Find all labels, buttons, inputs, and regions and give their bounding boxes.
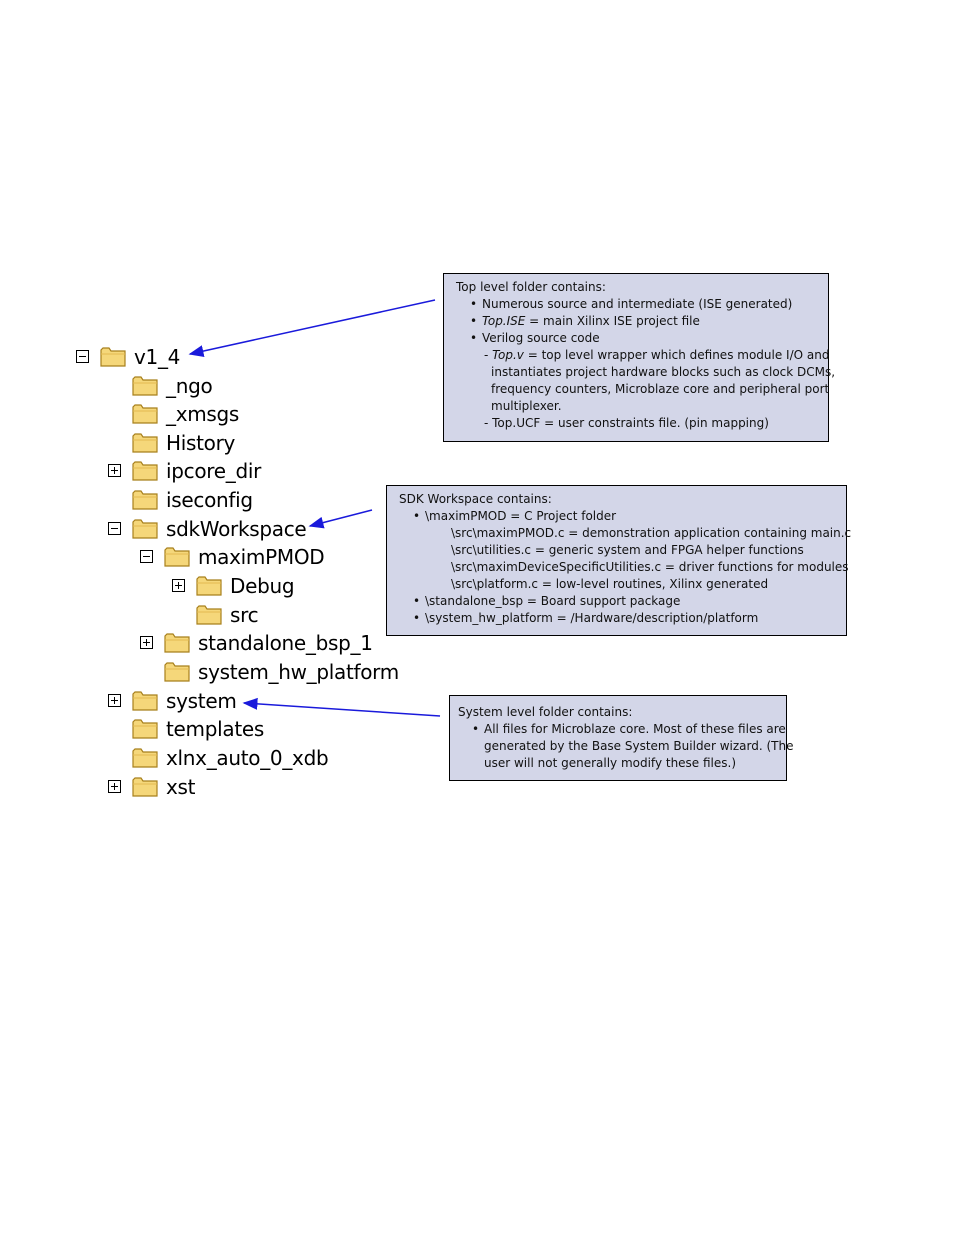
expand-icon[interactable]	[108, 694, 121, 707]
arrow-to-v1_4	[188, 299, 436, 357]
callout-line: Numerous source and intermediate (ISE ge…	[482, 297, 793, 311]
callout-line: \system_hw_platform = /Hardware/descript…	[425, 611, 759, 625]
dash-marker: -	[484, 348, 493, 362]
folder-label: _ngo	[166, 374, 213, 398]
tree-row-templates[interactable]: templates	[132, 716, 282, 742]
folder-icon	[132, 461, 158, 481]
callout-line: All files for Microblaze core. Most of t…	[484, 722, 786, 736]
tree-row-v1_4[interactable]: v1_4	[76, 344, 236, 370]
tree-row-ipcore_dir[interactable]: ipcore_dir	[108, 458, 288, 484]
folder-icon	[132, 519, 158, 539]
arrow-to-system	[242, 697, 441, 717]
tree-row-system[interactable]: system	[108, 688, 248, 714]
folder-label: ipcore_dir	[166, 459, 262, 483]
bullet-icon: •	[413, 509, 421, 523]
tree-row-standalone_bsp_1[interactable]: standalone_bsp_1	[140, 630, 380, 656]
folder-label: History	[166, 431, 236, 455]
folder-label: src	[230, 603, 259, 627]
folder-icon	[132, 490, 158, 510]
folder-label: system_hw_platform	[198, 660, 399, 684]
tree-row-xst[interactable]: xst	[108, 774, 218, 800]
folder-icon	[164, 547, 190, 567]
folder-label: v1_4	[134, 345, 181, 369]
callout-line: instantiates project hardware blocks suc…	[491, 365, 836, 379]
callout-line: \src\maximPMOD.c = demonstration applica…	[451, 526, 852, 540]
bullet-icon: •	[413, 611, 421, 625]
expand-icon[interactable]	[172, 579, 185, 592]
folder-label: sdkWorkspace	[166, 517, 307, 541]
callout-title: SDK Workspace contains:	[399, 492, 552, 506]
callout-line: - Top.UCF = user constraints file. (pin …	[484, 416, 769, 430]
folder-label: _xmsgs	[166, 402, 240, 426]
tree-row-xlnx_auto_0_xdb[interactable]: xlnx_auto_0_xdb	[132, 745, 342, 771]
bullet-icon: •	[413, 594, 421, 608]
callout-line: \src\platform.c = low-level routines, Xi…	[451, 577, 769, 591]
folder-label: xlnx_auto_0_xdb	[166, 746, 329, 770]
folder-icon	[132, 433, 158, 453]
arrow-to-sdkworkspace	[308, 509, 373, 529]
callout-line: Top.ISE = main Xilinx ISE project file	[482, 313, 700, 330]
top-level-callout: Top level folder contains: • Numerous so…	[443, 273, 835, 442]
folder-icon	[132, 404, 158, 424]
tree-row-maximpmod[interactable]: maximPMOD	[140, 544, 325, 570]
callout-text: = main Xilinx ISE project file	[525, 314, 700, 328]
callout-line: - Top.v = top level wrapper which define…	[484, 347, 829, 364]
folder-icon	[164, 662, 190, 682]
folder-icon	[132, 748, 158, 768]
bullet-icon: •	[472, 722, 480, 736]
tree-row-sdkworkspace[interactable]: sdkWorkspace	[108, 516, 308, 542]
callout-title: System level folder contains:	[458, 705, 633, 719]
callout-line: \src\utilities.c = generic system and FP…	[451, 543, 804, 557]
callout-line: user will not generally modify these fil…	[484, 756, 737, 770]
callout-line: generated by the Base System Builder wiz…	[484, 739, 794, 753]
expand-icon[interactable]	[140, 636, 153, 649]
expand-icon[interactable]	[108, 780, 121, 793]
callout-line: \maximPMOD = C Project folder	[425, 509, 617, 523]
folder-label: xst	[166, 775, 196, 799]
folder-label: maximPMOD	[198, 545, 325, 569]
folder-icon	[100, 347, 126, 367]
tree-row-history[interactable]: History	[132, 430, 272, 456]
folder-icon	[132, 777, 158, 797]
folder-label: templates	[166, 717, 265, 741]
folder-icon	[196, 605, 222, 625]
callout-line: Verilog source code	[482, 331, 600, 345]
callout-text: = top level wrapper which defines module…	[523, 348, 830, 362]
sdk-workspace-callout: SDK Workspace contains: • \maximPMOD = C…	[386, 485, 851, 636]
collapse-icon[interactable]	[76, 350, 89, 363]
folder-icon	[164, 633, 190, 653]
callout-line: \src\maximDeviceSpecificUtilities.c = dr…	[451, 560, 849, 574]
callout-line: frequency counters, Microblaze core and …	[491, 382, 830, 396]
tree-row-system_hw_platform[interactable]: system_hw_platform	[164, 659, 404, 685]
bullet-icon: •	[470, 297, 478, 311]
tree-row-iseconfig[interactable]: iseconfig	[132, 487, 282, 513]
folder-label: standalone_bsp_1	[198, 631, 373, 655]
folder-label: system	[166, 689, 237, 713]
folder-icon	[132, 376, 158, 396]
system-level-callout: System level folder contains: • All file…	[449, 695, 793, 781]
folder-icon	[196, 576, 222, 596]
folder-icon	[132, 719, 158, 739]
bullet-icon: •	[470, 331, 478, 345]
tree-row-debug[interactable]: Debug	[172, 573, 302, 599]
tree-row-src[interactable]: src	[196, 602, 276, 628]
callout-line: multiplexer.	[491, 399, 562, 413]
collapse-icon[interactable]	[108, 522, 121, 535]
tree-row-ngo[interactable]: _ngo	[132, 373, 252, 399]
folder-icon	[132, 691, 158, 711]
tree-row-xmsgs[interactable]: _xmsgs	[132, 401, 272, 427]
folder-label: Debug	[230, 574, 295, 598]
file-name: Top.v	[492, 348, 524, 362]
expand-icon[interactable]	[108, 464, 121, 477]
callout-title: Top level folder contains:	[456, 280, 606, 294]
folder-label: iseconfig	[166, 488, 253, 512]
file-name: Top.ISE	[482, 314, 526, 328]
collapse-icon[interactable]	[140, 550, 153, 563]
callout-line: \standalone_bsp = Board support package	[425, 594, 681, 608]
bullet-icon: •	[470, 314, 478, 328]
